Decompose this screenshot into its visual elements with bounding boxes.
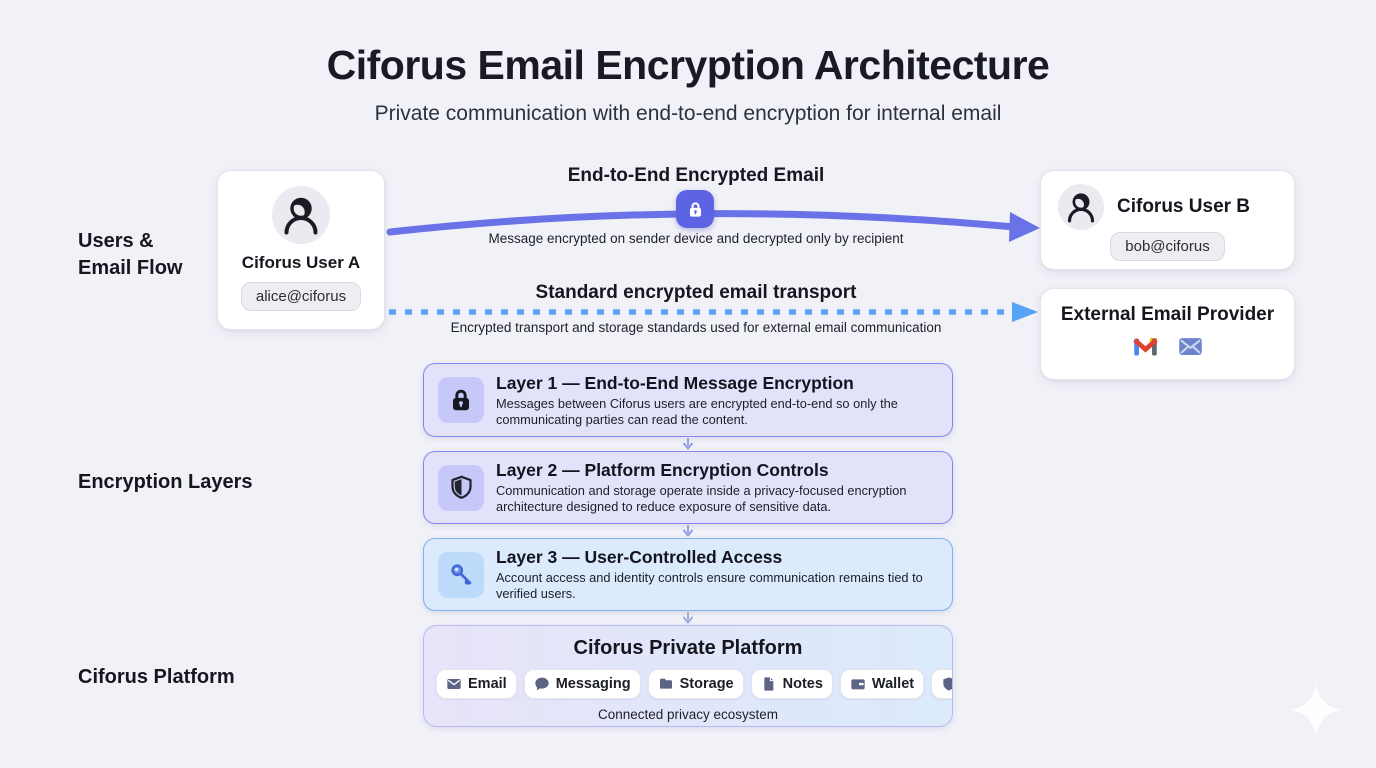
e2e-flow-title: End-to-End Encrypted Email <box>567 165 825 186</box>
service-chip-notes: Notes <box>750 669 833 699</box>
avatar <box>272 186 330 244</box>
wallet-icon <box>851 679 865 690</box>
chat-bubble-icon <box>535 677 549 691</box>
layer-3-icon-tile <box>438 551 484 598</box>
layer-3-description: Account access and identity controls ens… <box>496 570 923 601</box>
section-label-users-line2: Email Flow <box>78 257 183 279</box>
service-label: Email <box>468 676 507 692</box>
layer-1-title: Layer 1 — End-to-End Message Encryption <box>496 372 854 393</box>
user-b-card: Ciforus User B bob@ciforus <box>1040 170 1295 270</box>
page-title: Ciforus Email Encryption Architecture <box>326 42 1050 88</box>
down-arrow-icon <box>682 525 694 537</box>
service-chip-shield: Shield <box>931 669 952 699</box>
layer-2-title: Layer 2 — Platform Encryption Controls <box>496 460 829 481</box>
envelope-icon <box>1178 338 1202 355</box>
service-chip-storage: Storage <box>647 669 744 699</box>
page-subtitle: Private communication with end-to-end en… <box>374 102 1002 125</box>
layer-1-box: Layer 1 — End-to-End Message Encryption … <box>423 363 953 437</box>
layer-3-title: Layer 3 — User-Controlled Access <box>496 547 783 568</box>
service-chip-wallet: Wallet <box>839 669 925 699</box>
layer-2-box: Layer 2 — Platform Encryption Controls C… <box>423 451 953 524</box>
down-arrow-icon <box>682 612 694 624</box>
lock-icon <box>689 201 701 217</box>
avatar <box>1058 184 1104 230</box>
external-email-provider-card: External Email Provider <box>1040 288 1295 380</box>
sparkle-icon <box>1290 684 1342 736</box>
layer-2-description: Communication and storage operate inside… <box>496 483 907 514</box>
user-b-name: Ciforus User B <box>1117 196 1251 217</box>
down-arrow-icon <box>682 438 694 450</box>
section-label-encryption-layers: Encryption Layers <box>78 471 253 493</box>
ciforus-private-platform-box: Ciforus Private Platform Email Messaging… <box>423 625 953 727</box>
lock-icon <box>452 389 470 411</box>
section-label-ciforus-platform: Ciforus Platform <box>78 666 235 688</box>
service-chip-email: Email <box>436 669 517 699</box>
standard-flow-title: Standard encrypted email transport <box>535 282 857 303</box>
service-label: Notes <box>782 676 823 692</box>
gmail-icon <box>1132 338 1158 356</box>
platform-services-row: Email Messaging Storage Notes <box>424 669 952 699</box>
shield-icon <box>943 677 952 691</box>
e2e-lock-badge <box>676 190 714 228</box>
folder-icon <box>659 678 672 689</box>
platform-title: Ciforus Private Platform <box>573 637 803 659</box>
service-label: Wallet <box>871 676 915 692</box>
section-label-users-email-flow: Users & Email Flow <box>78 228 228 282</box>
service-label: Storage <box>679 676 734 692</box>
layer-2-icon-tile <box>438 464 484 511</box>
user-a-card: Ciforus User A alice@ciforus <box>217 170 385 330</box>
user-a-name: Ciforus User A <box>241 253 361 272</box>
platform-caption: Connected privacy ecosystem <box>597 707 779 722</box>
standard-flow-caption: Encrypted transport and storage standard… <box>450 320 942 335</box>
user-b-email-badge: bob@ciforus <box>1110 232 1225 261</box>
envelope-icon <box>447 679 461 689</box>
section-label-users-line1: Users & <box>78 230 154 252</box>
user-avatar-icon <box>284 197 318 235</box>
document-icon <box>763 677 773 691</box>
layer-1-icon-tile <box>438 377 484 423</box>
service-label: Messaging <box>555 676 631 692</box>
user-a-email-badge: alice@ciforus <box>240 282 362 311</box>
service-chip-messaging: Messaging <box>523 669 641 699</box>
external-provider-title: External Email Provider <box>1060 304 1275 325</box>
e2e-flow-caption: Message encrypted on sender device and d… <box>488 231 904 246</box>
layer-3-box: Layer 3 — User-Controlled Access Account… <box>423 538 953 611</box>
user-avatar-icon <box>1067 193 1095 223</box>
shield-icon <box>450 475 472 499</box>
key-icon <box>450 564 471 585</box>
layer-1-description: Messages between Ciforus users are encry… <box>496 395 898 427</box>
standard-transport-arrow <box>389 302 1038 322</box>
